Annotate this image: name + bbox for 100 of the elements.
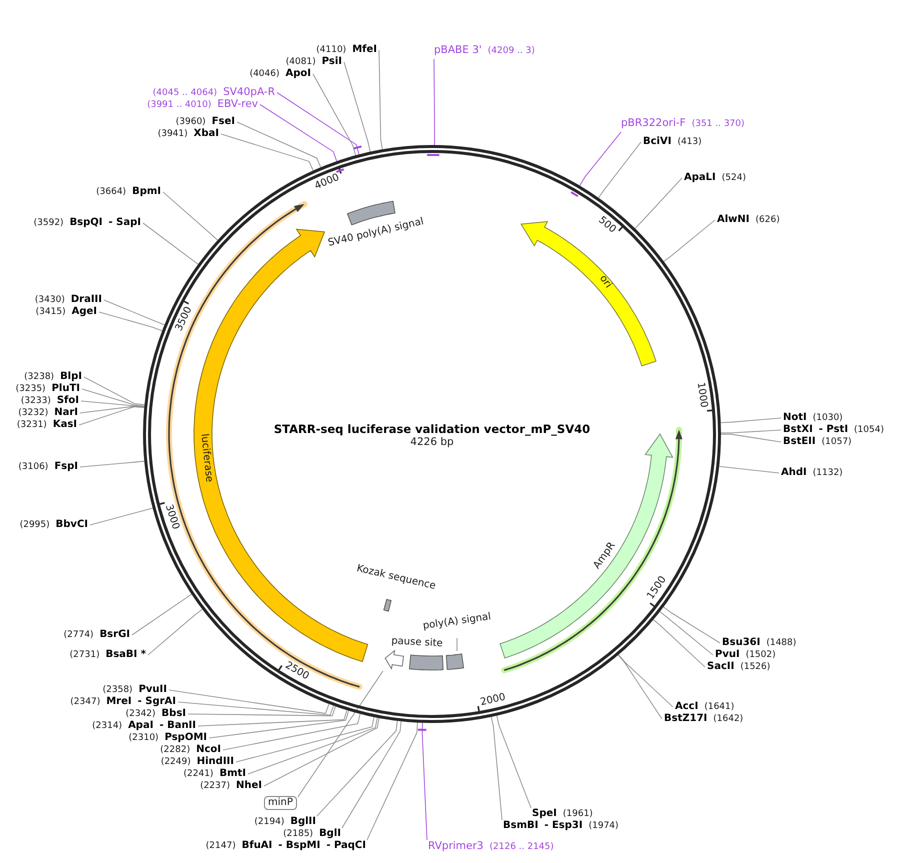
leader-line <box>104 300 165 326</box>
leader-line <box>80 400 145 408</box>
enzyme-name: - PstI <box>818 423 848 437</box>
primer-name: pBABE 3' <box>434 43 482 57</box>
cut-position: (3592) <box>34 217 64 230</box>
enzyme-name: AlwNI <box>717 213 750 227</box>
leader-line <box>236 122 322 168</box>
cut-position: (4110) <box>316 44 346 56</box>
cut-position: (1974) <box>588 820 619 833</box>
leader-line <box>579 132 622 186</box>
enzyme-name: AccI <box>675 700 698 714</box>
enzyme-name: NcoI <box>196 743 221 756</box>
cut-position: (2282) <box>160 744 190 757</box>
cut-position: (4046) <box>250 68 280 81</box>
leader-line <box>188 706 336 716</box>
cut-position: (1526) <box>740 661 770 674</box>
cut-position: (3233) <box>20 395 51 408</box>
leader-line <box>660 611 714 656</box>
tick-label: 500 <box>596 214 618 236</box>
cut-position: (1502) <box>746 649 776 662</box>
cut-position: (2314) <box>92 720 122 733</box>
leader-line <box>598 142 642 198</box>
feature-label: poly(A) signal <box>422 611 492 633</box>
cut-position: (3664) <box>96 186 126 199</box>
leader-line <box>198 710 348 726</box>
enzyme-name: AhdI <box>781 466 807 480</box>
tick-label: 3000 <box>162 503 182 532</box>
leader-line <box>84 376 145 405</box>
cut-position: (2147) <box>206 840 236 853</box>
primer-position: (3991 .. 4010) <box>147 99 212 112</box>
enzyme-name: BlpI <box>60 370 82 383</box>
leader-line <box>618 654 662 720</box>
leader-line <box>456 638 458 652</box>
feature-label: Kozak sequence <box>355 563 437 593</box>
cut-position: (413) <box>677 136 702 149</box>
leader-line <box>316 720 398 816</box>
leader-line <box>82 388 145 406</box>
enzyme-name: - PaqCI <box>326 839 366 853</box>
tick-label: 1000 <box>695 382 710 409</box>
leader-line <box>220 134 314 171</box>
leader-line <box>90 508 154 526</box>
enzyme-name: BbvCI <box>56 518 88 532</box>
enzyme-name: BstEII <box>783 435 816 449</box>
enzyme-name: BsrGI <box>100 628 130 642</box>
leader-line <box>148 608 203 656</box>
enzyme-name: NheI <box>236 779 262 793</box>
enzyme-name: BsaBI * <box>106 648 146 662</box>
enzyme-name: BstZ17I <box>664 712 708 726</box>
cut-position: (4081) <box>286 56 316 68</box>
cut-position: (1961) <box>562 808 593 820</box>
enzyme-name: SfoI <box>56 394 79 408</box>
leader-line <box>276 92 360 155</box>
cut-position: (626) <box>756 214 780 227</box>
primer-name: pBR322ori-F <box>621 116 686 130</box>
enzyme-name: PspOMI <box>164 731 207 744</box>
cut-position: (2185) <box>283 828 314 840</box>
cut-position: (1132) <box>812 467 843 480</box>
cut-position: (1057) <box>822 436 852 449</box>
leader-line <box>178 702 334 716</box>
enzyme-name: BspQI <box>70 216 103 230</box>
leader-line <box>618 654 674 708</box>
leader-line <box>344 62 371 152</box>
feature-label: pause site <box>391 636 443 650</box>
enzyme-name: BfuAI <box>242 839 272 853</box>
leader-line <box>248 717 378 774</box>
enzyme-name: - SgrAI <box>138 695 176 708</box>
enzyme-name: HindIII <box>196 755 234 768</box>
leader-line <box>312 74 356 156</box>
cut-position: (1054) <box>854 424 884 437</box>
enzyme-name: NotI <box>783 411 807 424</box>
leader-line <box>663 220 716 262</box>
cut-position: (3231) <box>16 419 47 432</box>
leader-line <box>434 58 435 146</box>
cut-position: (2731) <box>70 649 100 662</box>
cut-position: (3238) <box>24 371 54 383</box>
tick-label: 2000 <box>480 692 507 708</box>
enzyme-name: XbaI <box>194 127 219 141</box>
cut-position: (2358) <box>102 684 133 696</box>
leader-line <box>260 104 338 162</box>
enzyme-name: Bsu36I <box>722 636 760 650</box>
cut-position: (2249) <box>160 756 191 769</box>
leader-line <box>720 418 782 423</box>
feature-tag: minP <box>264 796 297 810</box>
enzyme-name: AgeI <box>72 305 97 319</box>
enzyme-name: ApaLI <box>684 171 716 185</box>
enzyme-name: SpeI <box>532 807 557 820</box>
leader-line <box>342 720 402 828</box>
leader-line <box>720 430 782 434</box>
cut-position: (3235) <box>16 383 46 396</box>
enzyme-name: ApaI <box>128 719 154 733</box>
cut-position: (3415) <box>36 306 66 319</box>
primer-name: EBV-rev <box>217 98 258 111</box>
enzyme-name: SacII <box>707 660 734 674</box>
cut-position: (1641) <box>704 701 734 714</box>
enzyme-name: - BanII <box>159 719 196 732</box>
enzyme-name: BstXI <box>783 423 813 436</box>
cut-position: (524) <box>722 172 746 185</box>
enzyme-name: FseI <box>212 115 235 128</box>
leader-line <box>222 714 360 750</box>
primer-name: RVprimer3 <box>428 839 484 853</box>
